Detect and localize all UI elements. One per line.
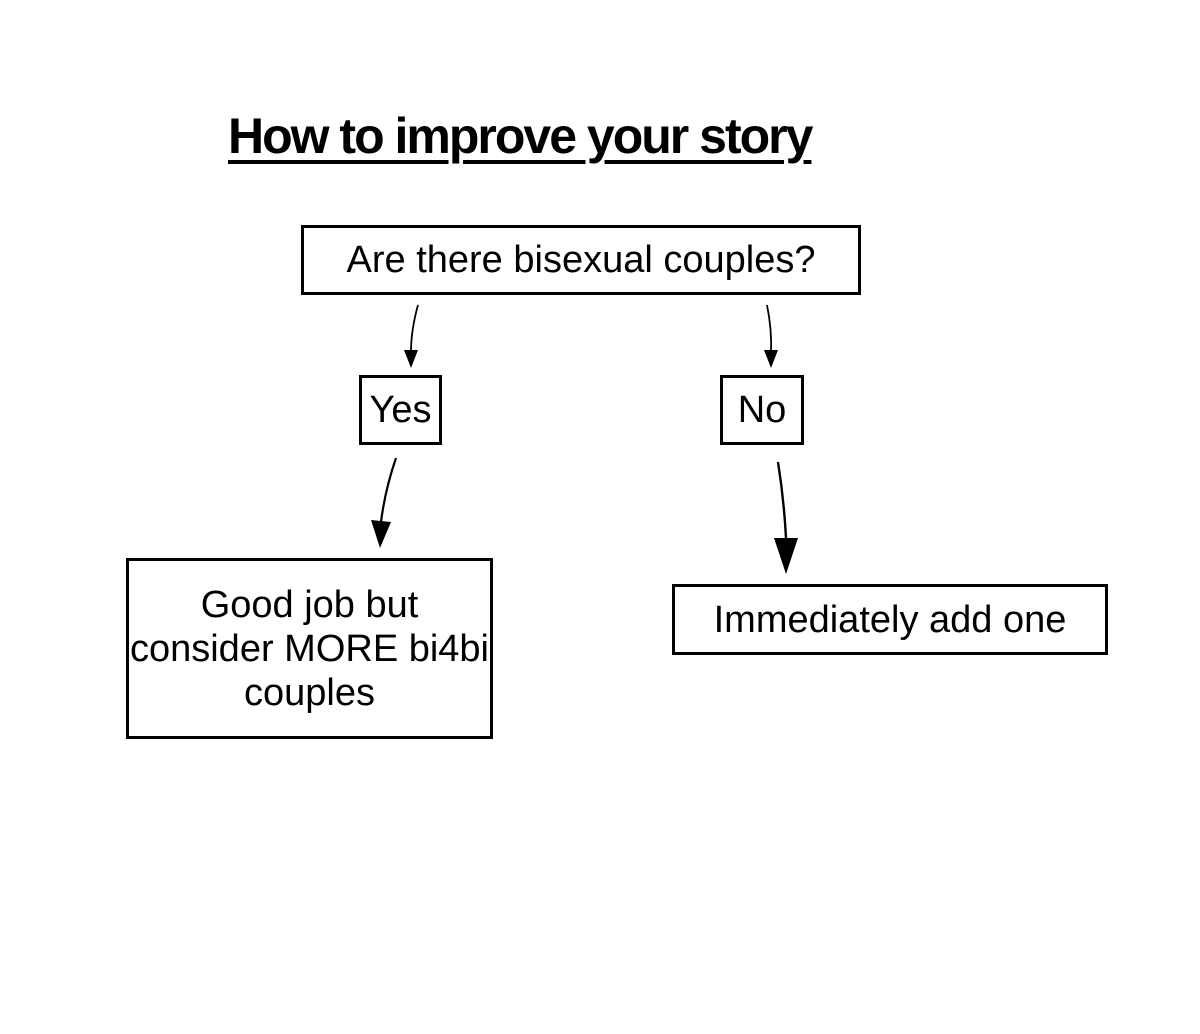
arrow-question-to-yes — [404, 304, 419, 368]
yes-node-label: Yes — [369, 389, 432, 431]
arrow-question-to-no — [764, 304, 778, 368]
no-result-node-label: Immediately add one — [713, 598, 1067, 641]
question-node: Are there bisexual couples? — [301, 225, 861, 295]
question-node-label: Are there bisexual couples? — [346, 239, 816, 281]
no-node: No — [720, 375, 804, 445]
diagram-title: How to improve your story — [228, 108, 813, 164]
yes-result-node-label: Good job but consider MORE bi4bi couples — [129, 583, 490, 714]
no-result-node: Immediately add one — [672, 584, 1108, 655]
yes-node: Yes — [359, 375, 442, 445]
arrow-no-to-result — [774, 461, 798, 574]
arrow-yes-to-result — [371, 457, 398, 548]
no-node-label: No — [737, 389, 787, 431]
yes-result-node: Good job but consider MORE bi4bi couples — [126, 558, 493, 739]
